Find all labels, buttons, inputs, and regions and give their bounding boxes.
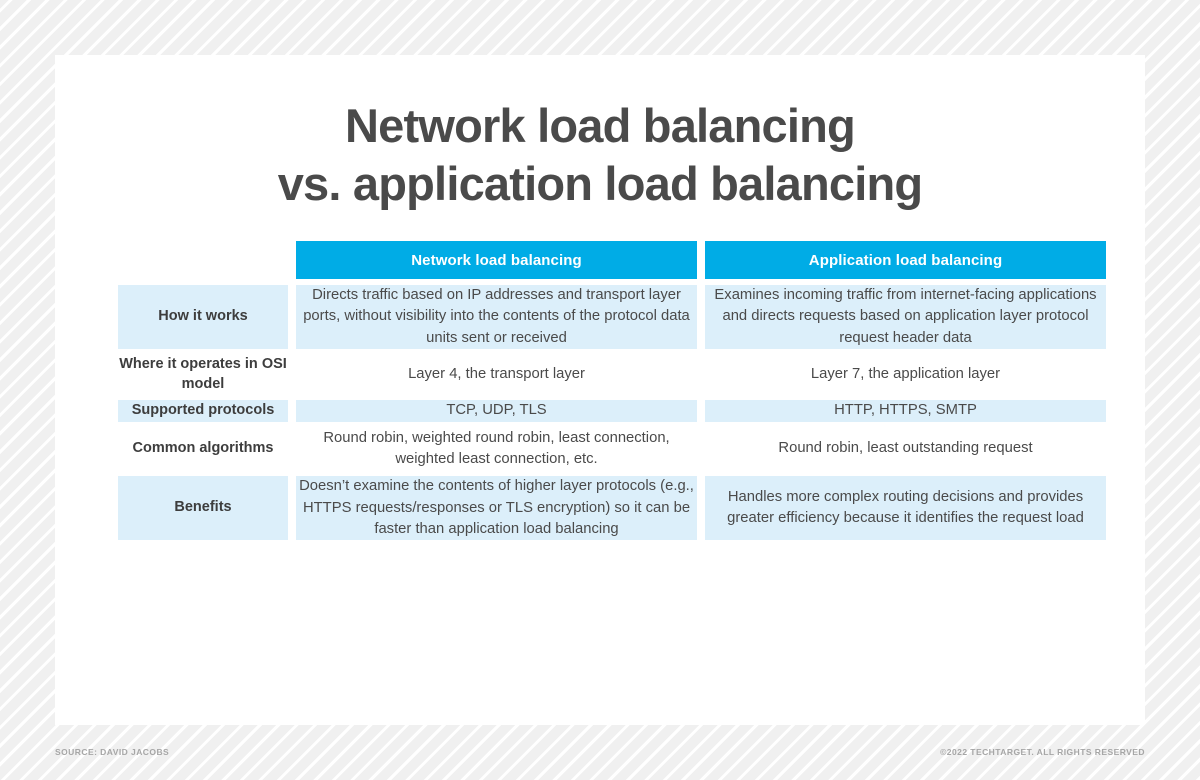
header-spacer-cell — [118, 241, 288, 279]
cell-application-where-it-operates: Layer 7, the application layer — [705, 354, 1106, 395]
infographic-card: Network load balancing vs. application l… — [55, 55, 1145, 725]
table-row: Supported protocols TCP, UDP, TLS HTTP, … — [118, 400, 1106, 422]
table-row: Benefits Doesn’t examine the contents of… — [118, 476, 1106, 541]
row-label-supported-protocols: Supported protocols — [118, 400, 288, 422]
row-label-common-algorithms: Common algorithms — [118, 427, 288, 471]
copyright-notice: ©2022 TECHTARGET. ALL RIGHTS RESERVED — [940, 747, 1145, 757]
cell-network-how-it-works: Directs traffic based on IP addresses an… — [296, 285, 697, 349]
source-credit: SOURCE: DAVID JACOBS — [55, 747, 170, 757]
cell-network-common-algorithms: Round robin, weighted round robin, least… — [296, 427, 697, 471]
comparison-table: Network load balancing Application load … — [110, 235, 1114, 546]
table-header-row: Network load balancing Application load … — [118, 241, 1106, 279]
cell-network-supported-protocols: TCP, UDP, TLS — [296, 400, 697, 422]
table-row: Where it operates in OSI model Layer 4, … — [118, 354, 1106, 395]
row-label-benefits: Benefits — [118, 476, 288, 541]
cell-application-supported-protocols: HTTP, HTTPS, SMTP — [705, 400, 1106, 422]
page-title: Network load balancing vs. application l… — [55, 55, 1145, 213]
title-line-1: Network load balancing — [345, 99, 856, 152]
cell-application-common-algorithms: Round robin, least outstanding request — [705, 427, 1106, 471]
column-header-application: Application load balancing — [705, 241, 1106, 279]
cell-application-benefits: Handles more complex routing decisions a… — [705, 476, 1106, 541]
row-label-where-it-operates: Where it operates in OSI model — [118, 354, 288, 395]
title-line-2: vs. application load balancing — [277, 156, 923, 210]
table-row: How it works Directs traffic based on IP… — [118, 285, 1106, 349]
cell-application-how-it-works: Examines incoming traffic from internet-… — [705, 285, 1106, 349]
column-header-network: Network load balancing — [296, 241, 697, 279]
cell-network-where-it-operates: Layer 4, the transport layer — [296, 354, 697, 395]
row-label-how-it-works: How it works — [118, 285, 288, 349]
table-row: Common algorithms Round robin, weighted … — [118, 427, 1106, 471]
cell-network-benefits: Doesn’t examine the contents of higher l… — [296, 476, 697, 541]
